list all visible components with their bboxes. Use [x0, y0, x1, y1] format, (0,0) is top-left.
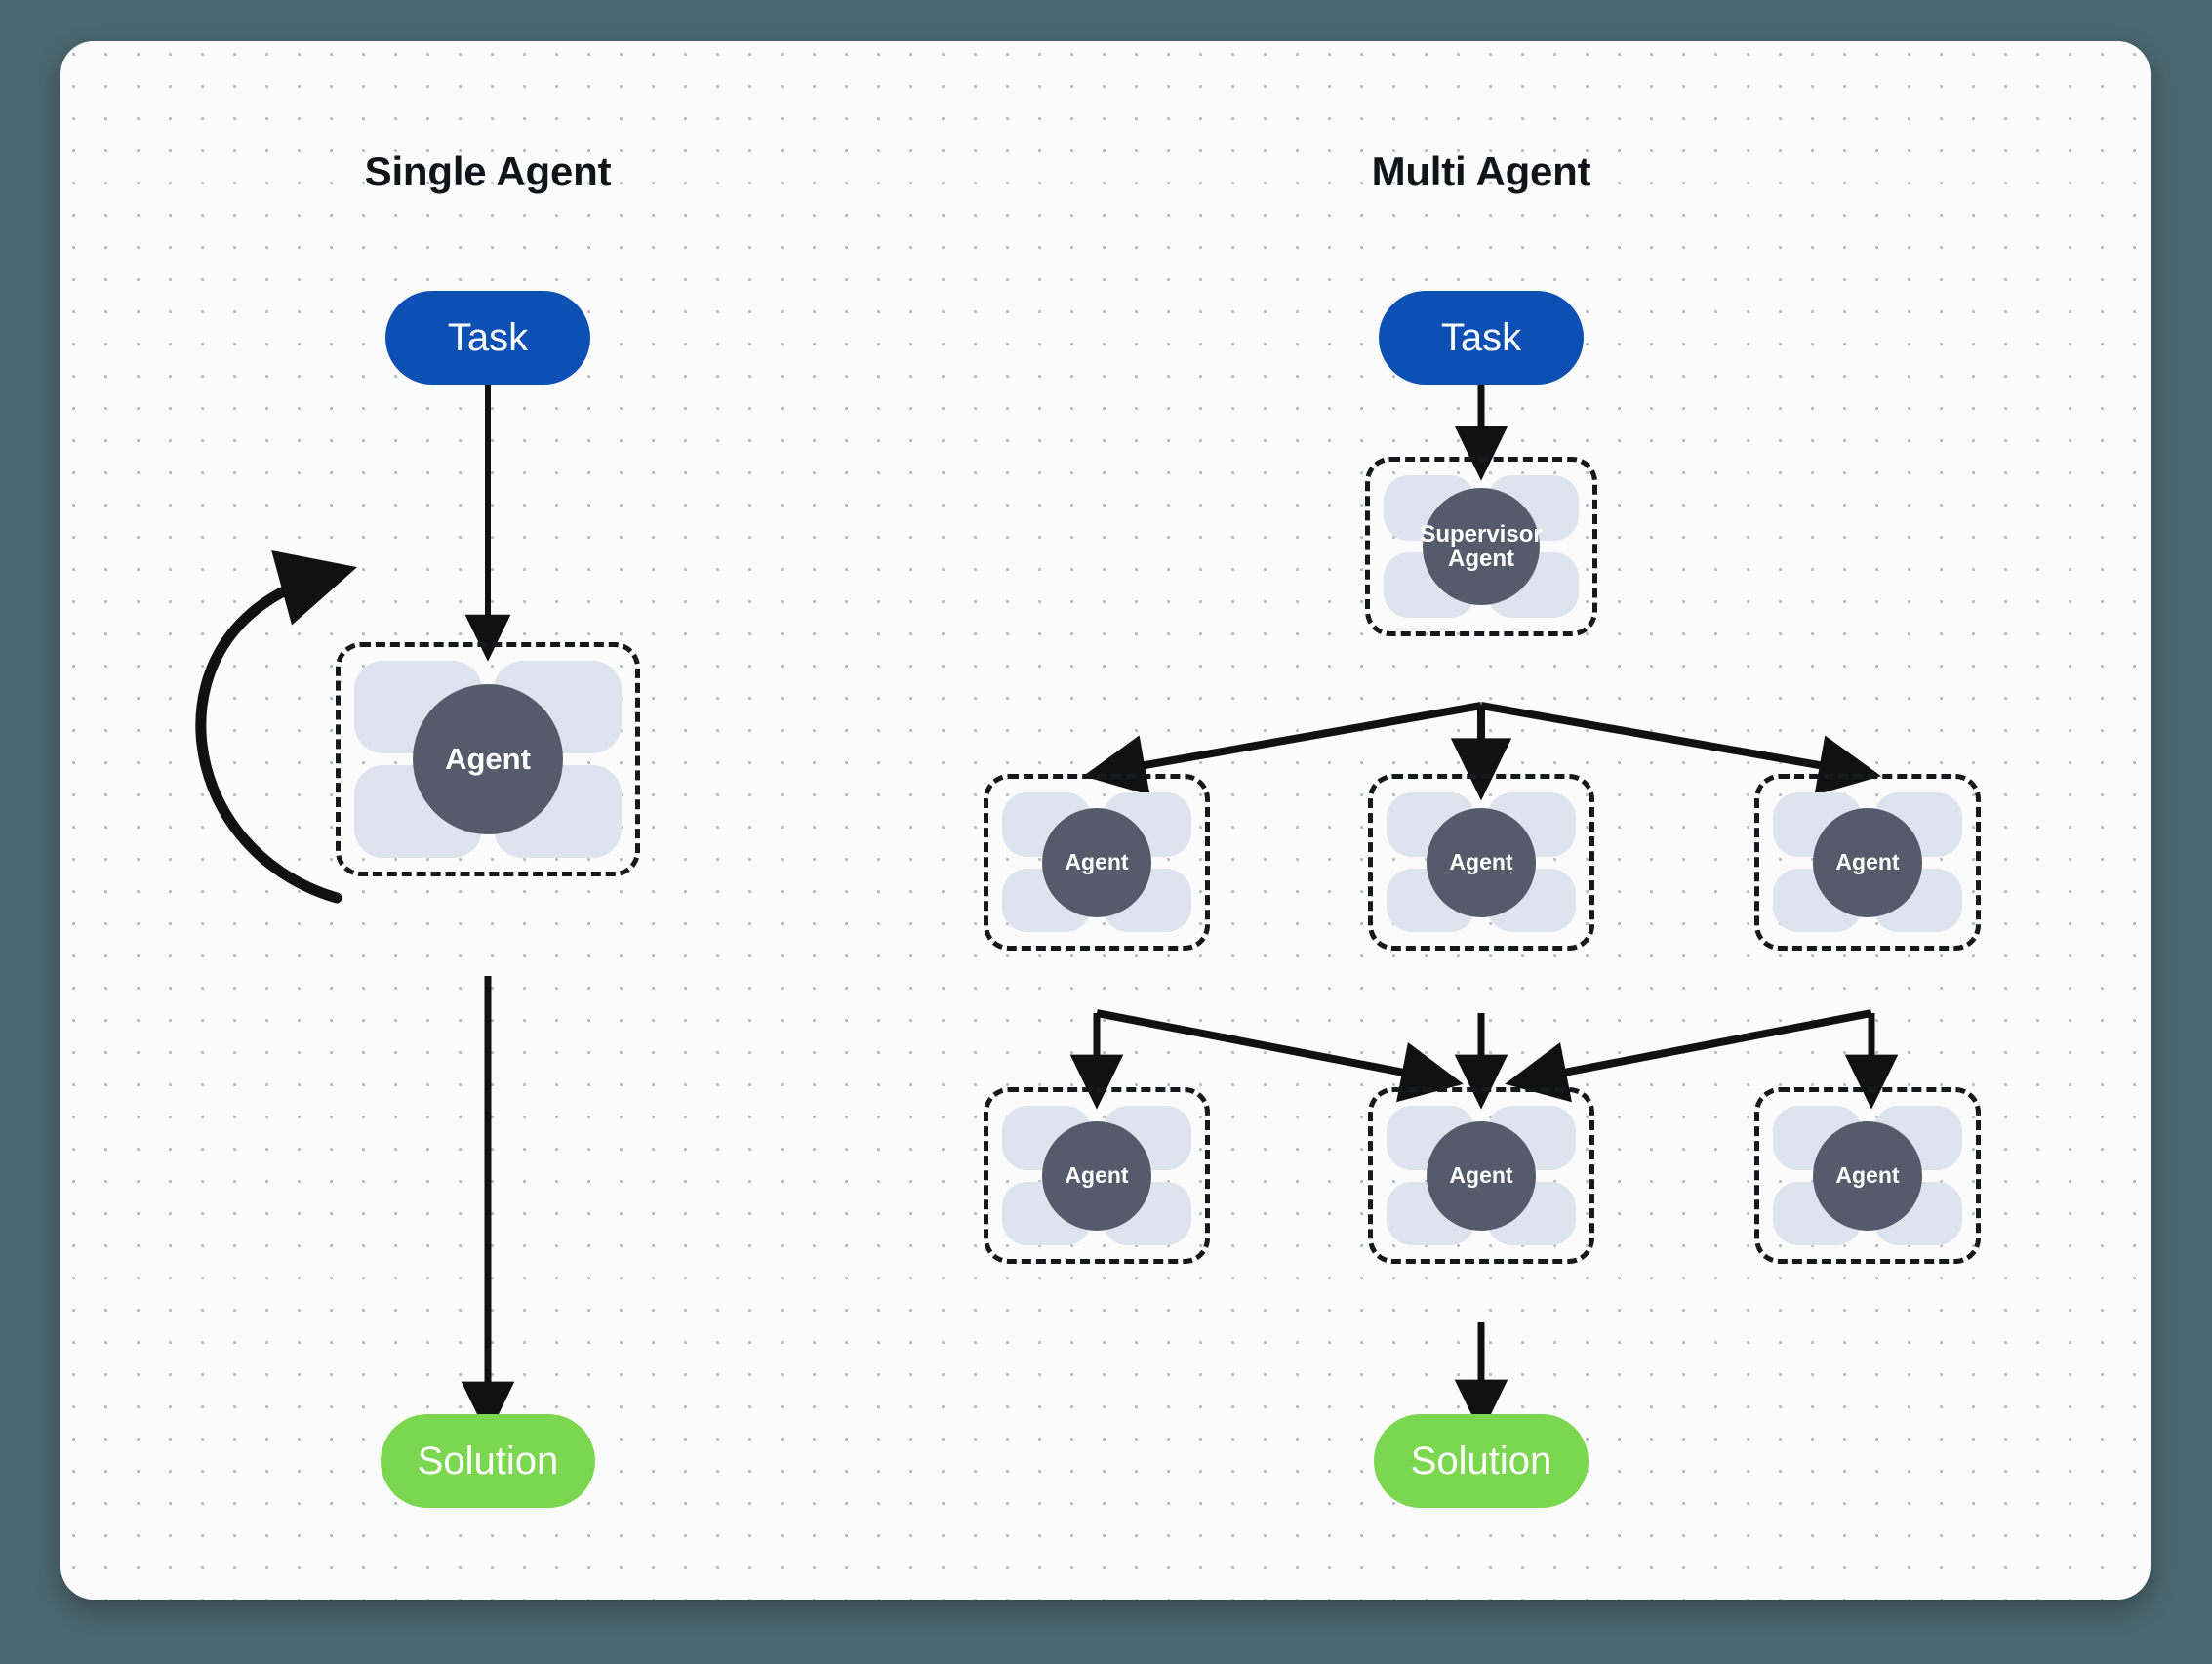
- agent-core-label: Agent: [413, 684, 563, 834]
- agent-core-label: Agent: [1813, 1120, 1922, 1231]
- agent-core-label: Agent: [1813, 807, 1922, 917]
- solution-node-right[interactable]: Solution: [1374, 1414, 1589, 1508]
- agent-cluster-tier1-2[interactable]: Agent: [1368, 774, 1594, 951]
- solution-node-left[interactable]: Solution: [381, 1414, 595, 1508]
- supervisor-agent-cluster[interactable]: Supervisor Agent: [1365, 457, 1597, 636]
- task-node-left[interactable]: Task: [385, 291, 590, 385]
- supervisor-core-label: Supervisor Agent: [1420, 488, 1543, 605]
- agent-cluster-tier2-3[interactable]: Agent: [1754, 1087, 1981, 1264]
- task-node-right[interactable]: Task: [1379, 291, 1584, 385]
- panel-title-single-agent: Single Agent: [364, 148, 612, 194]
- agent-cluster-tier2-1[interactable]: Agent: [984, 1087, 1210, 1264]
- agent-cluster-tier2-2[interactable]: Agent: [1368, 1087, 1594, 1264]
- agent-cluster-single[interactable]: Agent: [336, 642, 640, 876]
- agent-core-label: Agent: [1427, 1120, 1536, 1231]
- agent-cluster-tier1-1[interactable]: Agent: [984, 774, 1210, 951]
- agent-core-label: Agent: [1427, 807, 1536, 917]
- agent-core-label: Agent: [1042, 1120, 1151, 1231]
- agent-core-label: Agent: [1042, 807, 1151, 917]
- panel-title-multi-agent: Multi Agent: [1371, 148, 1591, 194]
- agent-cluster-tier1-3[interactable]: Agent: [1754, 774, 1981, 951]
